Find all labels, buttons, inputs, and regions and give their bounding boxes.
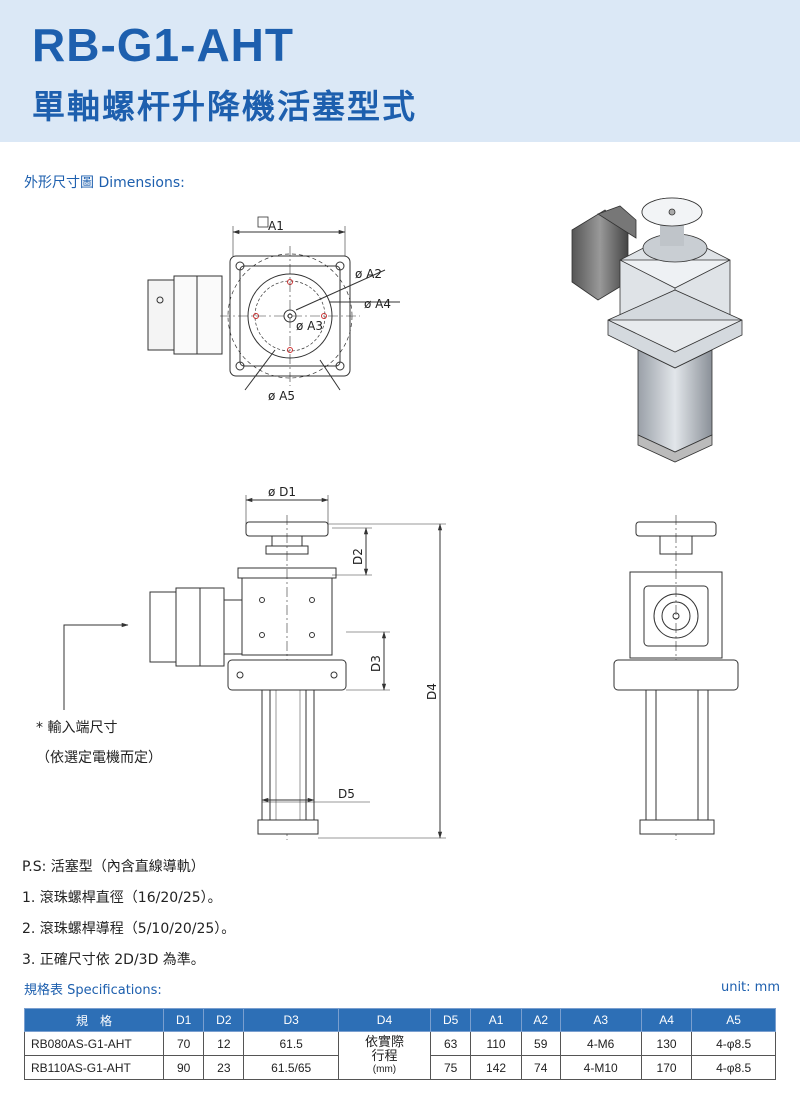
cell-a1: 110 (470, 1031, 522, 1056)
cell-a5: 4-φ8.5 (691, 1031, 776, 1056)
note-2: 2. 滾珠螺桿導程（5/10/20/25）。 (22, 921, 236, 937)
note-ps: P.S: 活塞型（內含直線導軌） (22, 859, 205, 875)
dimension-drawing: A1 ø A2 ø A4 ø A3 ø A5 (36, 197, 743, 840)
label-d5: D5 (338, 787, 355, 801)
page-header: RB-G1-AHT 單軸螺杆升降機活塞型式 (0, 0, 800, 142)
cell-d2: 12 (203, 1031, 245, 1056)
cell-d5: 75 (430, 1055, 472, 1080)
cell-d4: 依實際 行程 (mm) (337, 1031, 432, 1080)
label-d1: ø D1 (268, 485, 296, 499)
d4-text: 依實際 (364, 1033, 404, 1049)
cell-a2: 59 (520, 1031, 561, 1056)
cell-d1: 90 (162, 1055, 205, 1080)
table-row: RB110AS-G1-AHT 90 23 61.5/65 75 142 74 4… (24, 1055, 776, 1080)
label-d4: D4 (425, 683, 439, 700)
cell-a4: 130 (640, 1031, 693, 1056)
cell-a5: 4-φ8.5 (691, 1055, 776, 1080)
th-d1: D1 (162, 1008, 205, 1032)
notes: P.S: 活塞型（內含直線導軌） 1. 滾珠螺桿直徑（16/20/25）。 2.… (22, 852, 235, 976)
cell-model: RB080AS-G1-AHT (24, 1031, 164, 1056)
page-title: RB-G1-AHT (32, 19, 294, 71)
th-model: 規 格 (24, 1008, 164, 1032)
cell-d3: 61.5 (243, 1031, 339, 1056)
dimensions-label: 外形尺寸圖 Dimensions: (24, 175, 185, 191)
page-subtitle: 單軸螺杆升降機活塞型式 (32, 87, 417, 126)
note-1: 1. 滾珠螺桿直徑（16/20/25）。 (22, 890, 222, 906)
table-header-row: 規 格 D1 D2 D3 D4 D5 A1 A2 A3 A4 A5 (24, 1008, 776, 1032)
label-a2: ø A2 (355, 267, 382, 281)
d4-text-2: 行程 (371, 1047, 398, 1063)
cell-a2: 74 (520, 1055, 561, 1080)
spec-table: 規 格 D1 D2 D3 D4 D5 A1 A2 A3 A4 A5 RB080A… (24, 1008, 776, 1080)
th-a5: A5 (691, 1008, 776, 1032)
th-d5: D5 (430, 1008, 472, 1032)
d4-unit: (mm) (372, 1063, 397, 1075)
spec-label: 規格表 Specifications: (24, 983, 162, 998)
table-row: RB080AS-G1-AHT 70 12 61.5 依實際 行程 (mm) 63… (24, 1031, 776, 1080)
label-a1: A1 (268, 219, 284, 233)
input-note: * 輸入端尺寸 (36, 720, 117, 736)
top-view (147, 216, 400, 391)
th-a1: A1 (470, 1008, 522, 1032)
cell-d3: 61.5/65 (243, 1055, 339, 1080)
cell-a1: 142 (470, 1055, 522, 1080)
isometric-view (571, 197, 743, 463)
cell-a4: 170 (640, 1055, 693, 1080)
cell-d1: 70 (162, 1031, 205, 1056)
th-d2: D2 (203, 1008, 245, 1032)
cell-a3: 4-M6 (559, 1031, 642, 1056)
front-view (63, 495, 446, 840)
note-3: 3. 正確尺寸依 2D/3D 為準。 (22, 952, 205, 968)
unit-label: unit: mm (720, 980, 780, 995)
label-a3: ø A3 (296, 319, 323, 333)
label-d2: D2 (351, 548, 365, 565)
input-note-2: （依選定電機而定） (36, 750, 162, 766)
cell-d2: 23 (203, 1055, 245, 1080)
label-a4: ø A4 (364, 297, 391, 311)
label-d3: D3 (369, 655, 383, 672)
label-a5: ø A5 (268, 389, 295, 403)
cell-model: RB110AS-G1-AHT (24, 1055, 164, 1080)
th-a3: A3 (559, 1008, 642, 1032)
th-d3: D3 (243, 1008, 339, 1032)
th-a4: A4 (640, 1008, 693, 1032)
cell-d5: 63 (430, 1031, 472, 1056)
th-d4: D4 (337, 1008, 432, 1032)
th-a2: A2 (520, 1008, 561, 1032)
side-view (613, 515, 739, 840)
cell-a3: 4-M10 (559, 1055, 642, 1080)
